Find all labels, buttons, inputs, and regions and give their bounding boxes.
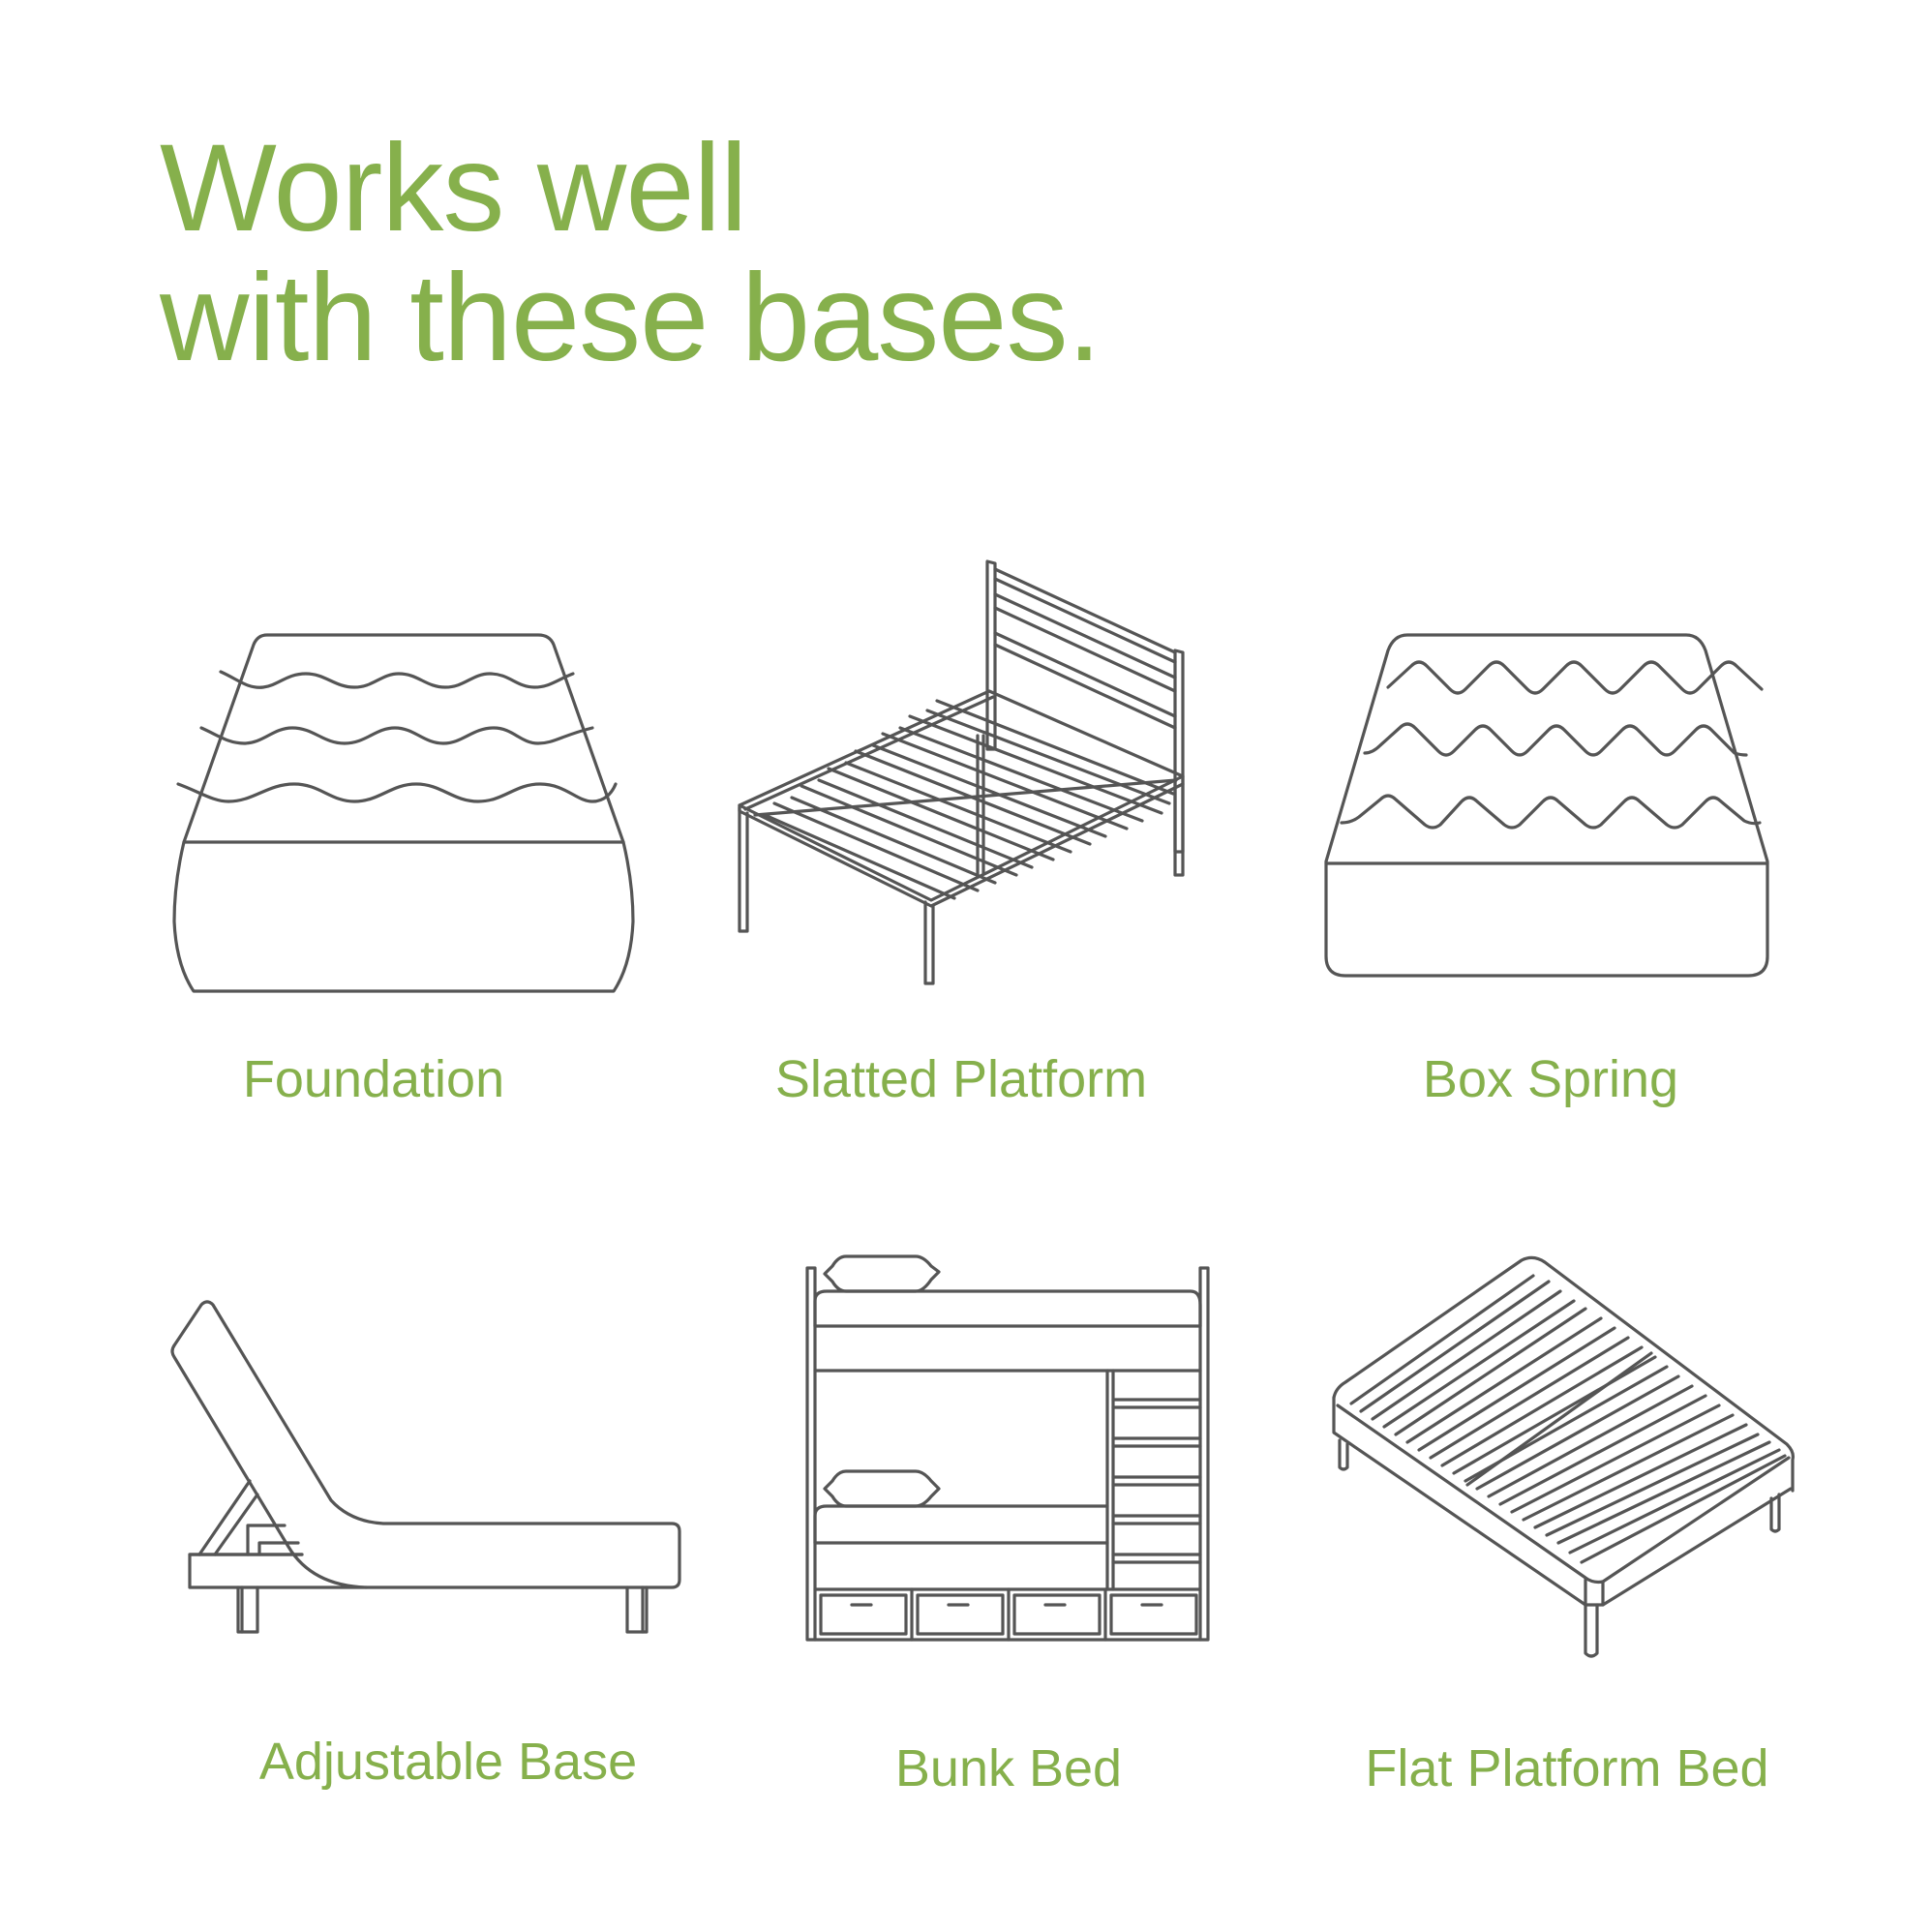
- slatted-platform-bed-icon: [736, 556, 1187, 985]
- flat-platform-bed-icon: [1332, 1253, 1802, 1669]
- label-foundation: Foundation: [242, 1050, 505, 1108]
- foundation-mattress-icon: [170, 631, 635, 995]
- label-slatted-platform: Slatted Platform: [774, 1050, 1148, 1108]
- title-line-1: Works well: [160, 119, 747, 257]
- box-spring-icon: [1318, 631, 1783, 985]
- title-line-2: with these bases.: [160, 249, 1102, 387]
- label-adjustable-base: Adjustable Base: [258, 1733, 638, 1791]
- page-title: Works well with these bases.: [160, 119, 1102, 387]
- label-bunk-bed: Bunk Bed: [894, 1739, 1123, 1797]
- bunk-bed-icon: [803, 1253, 1214, 1644]
- adjustable-base-icon: [166, 1297, 687, 1638]
- label-box-spring: Box Spring: [1422, 1050, 1679, 1108]
- label-flat-platform-bed: Flat Platform Bed: [1365, 1739, 1769, 1797]
